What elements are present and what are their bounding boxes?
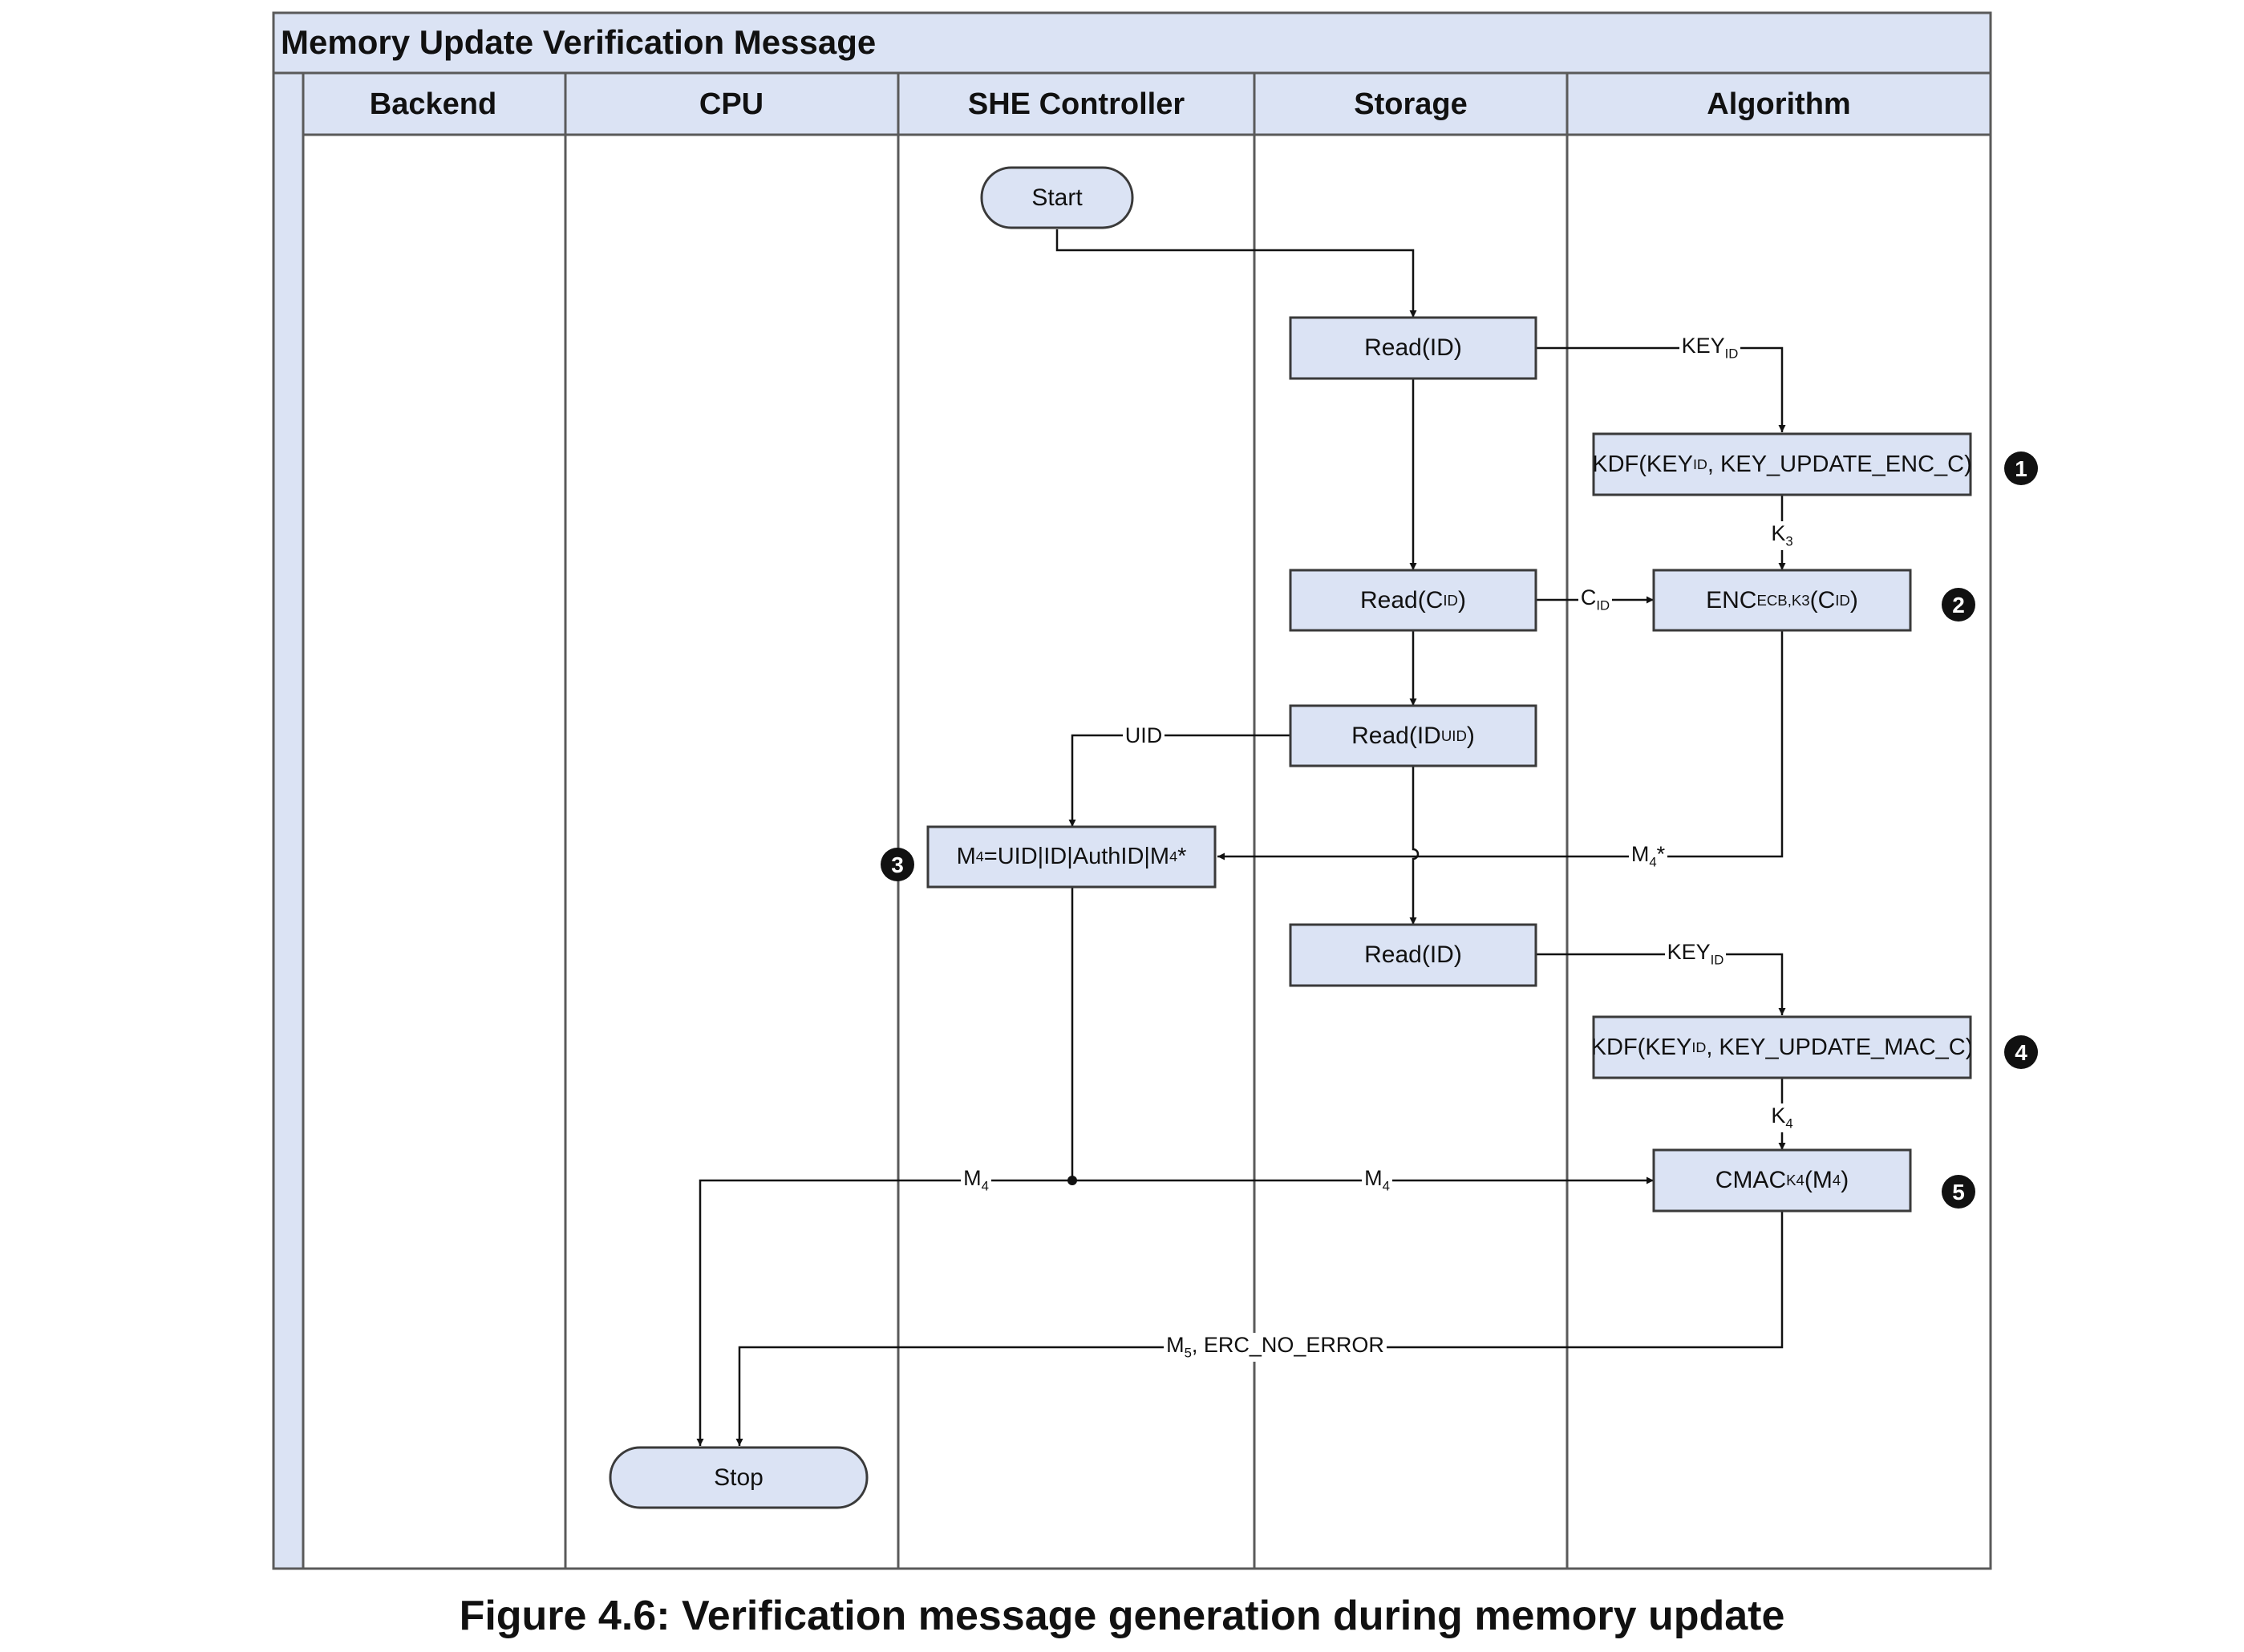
box-read-cid [1289, 569, 1537, 632]
figure-caption: Figure 4.6: Verification message generat… [459, 1593, 1785, 1639]
edge-junction-stop [696, 1179, 1072, 1446]
stop-terminal [609, 1446, 869, 1509]
edge-label-key-id-1: KEYID [1670, 332, 1750, 364]
read-id-2-label: Read(ID) [1364, 941, 1462, 968]
step-marker-5: 5 [1942, 1175, 1975, 1209]
read-id-1-label: Read(ID) [1364, 334, 1462, 361]
edge-label-k4: K4 [1758, 1100, 1806, 1136]
svg-text:4: 4 [2015, 1040, 2027, 1065]
lane-header-storage: Storage [1354, 87, 1467, 121]
edge-iduid-m4concat [1068, 734, 1290, 827]
svg-text:3: 3 [891, 852, 904, 877]
edge-label-key-id-2: KEYID [1655, 938, 1736, 970]
start-label: Start [1031, 184, 1083, 211]
box-read-id-2 [1289, 923, 1537, 987]
edge-start-read-id [1055, 229, 1417, 318]
box-read-iduid [1289, 704, 1537, 767]
edge-read-id-2-kdf-mac [1536, 953, 1786, 1015]
step-marker-3: 3 [881, 848, 914, 881]
edge-read-iduid-read-id-2 [1409, 766, 1420, 925]
box-kdf-mac [1592, 1015, 1972, 1079]
step-marker-2: 2 [1942, 588, 1975, 622]
lane-header-bar [272, 71, 1992, 136]
lane-header-backend: Backend [370, 87, 496, 121]
title-bar [272, 11, 1992, 75]
edge-enc-m4concat [1217, 630, 1784, 860]
left-strip [272, 71, 305, 1570]
svg-text:1: 1 [2015, 456, 2027, 481]
connectors [696, 229, 1786, 1446]
edge-label-m4-star: M4* [1612, 840, 1684, 873]
box-kdf-enc [1592, 432, 1972, 496]
edge-label-c-id: CID [1567, 584, 1623, 616]
edge-label-m5: M5, ERC_NO_ERROR [1147, 1331, 1404, 1363]
svg-text:5: 5 [1952, 1180, 1965, 1205]
step-marker-4: 4 [2004, 1035, 2038, 1069]
lane-header-she-controller: SHE Controller [968, 87, 1185, 121]
box-cmac [1652, 1148, 1912, 1213]
box-enc [1652, 569, 1912, 632]
lane-header-algorithm: Algorithm [1707, 87, 1850, 121]
svg-text:2: 2 [1952, 593, 1965, 617]
step-marker-1: 1 [2004, 451, 2038, 485]
lane-dividers [564, 73, 1569, 1569]
box-read-id-1 [1289, 316, 1537, 380]
stop-label: Stop [714, 1464, 764, 1491]
box-m4-concat [926, 825, 1217, 889]
diagram-frame [272, 11, 1992, 1570]
edge-label-m4-right: M4 [1349, 1164, 1405, 1196]
edge-label-m4-left: M4 [948, 1164, 1004, 1196]
branch-junction-dot [1067, 1176, 1077, 1185]
start-terminal [980, 166, 1134, 229]
diagram-title: Memory Update Verification Message [281, 23, 876, 61]
lane-header-cpu: CPU [699, 87, 764, 121]
process-boxes [926, 316, 1972, 1213]
edge-read-id-kdf-enc [1536, 346, 1786, 432]
edge-label-k3: K3 [1758, 518, 1806, 553]
edge-label-uid: UID [1112, 719, 1176, 751]
